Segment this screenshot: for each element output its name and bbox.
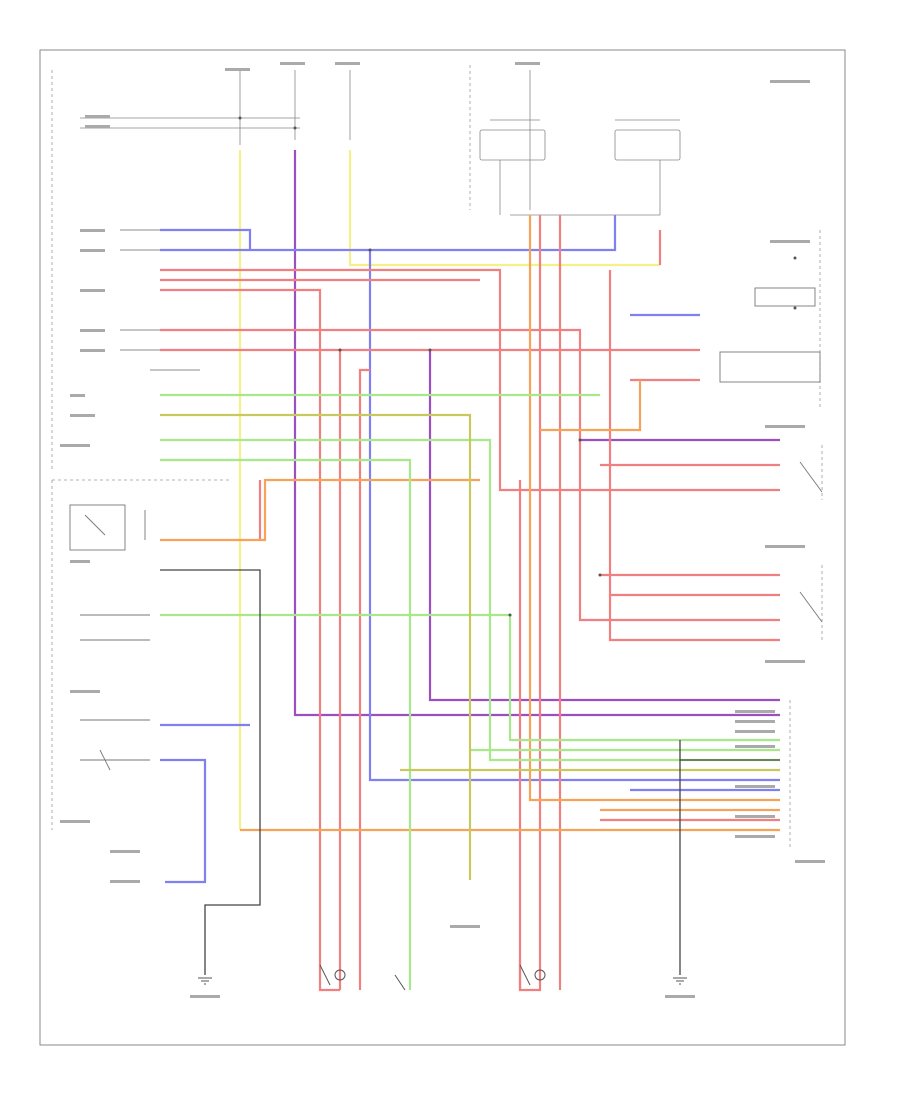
label-marks	[60, 62, 825, 998]
component-boxes	[51, 65, 823, 850]
bottom-components	[198, 964, 687, 991]
switch-center	[394, 974, 406, 991]
hazard-switch-box	[69, 504, 126, 551]
wire-blue-3	[368, 250, 780, 782]
wire-red-7	[358, 368, 370, 990]
left-connectors	[120, 229, 200, 371]
wire-black-1	[160, 569, 261, 975]
wire-red-3	[160, 288, 340, 992]
wire-blue-2	[160, 215, 617, 252]
wire-purple-1	[293, 150, 780, 717]
wire-green-4	[160, 613, 780, 742]
wire-red-14	[608, 270, 780, 642]
wire-orange-4	[540, 380, 642, 432]
ground-left-icon	[198, 977, 212, 985]
wire-green-3	[160, 458, 412, 990]
wire-red-4	[160, 328, 780, 622]
wire-green-2	[160, 438, 780, 762]
wire-orange-3	[528, 215, 780, 802]
fuse-block	[80, 70, 681, 216]
wire-olive-1	[160, 413, 472, 880]
wire-blue-5	[160, 758, 207, 884]
wire-orange-1	[160, 478, 480, 542]
ground-right-icon	[673, 977, 687, 985]
diagram-frame	[39, 49, 846, 1046]
right-switches	[719, 287, 823, 623]
combination-switch	[69, 504, 150, 771]
lamp-right-icon	[534, 969, 546, 981]
wire-red-1	[160, 268, 780, 492]
wires	[160, 150, 780, 992]
lamp-left-icon	[334, 969, 346, 981]
wire-yellow-2	[348, 150, 660, 267]
connector-dots	[238, 116, 797, 617]
wire-blue-1	[160, 228, 252, 250]
wire-purple-2	[428, 350, 780, 702]
